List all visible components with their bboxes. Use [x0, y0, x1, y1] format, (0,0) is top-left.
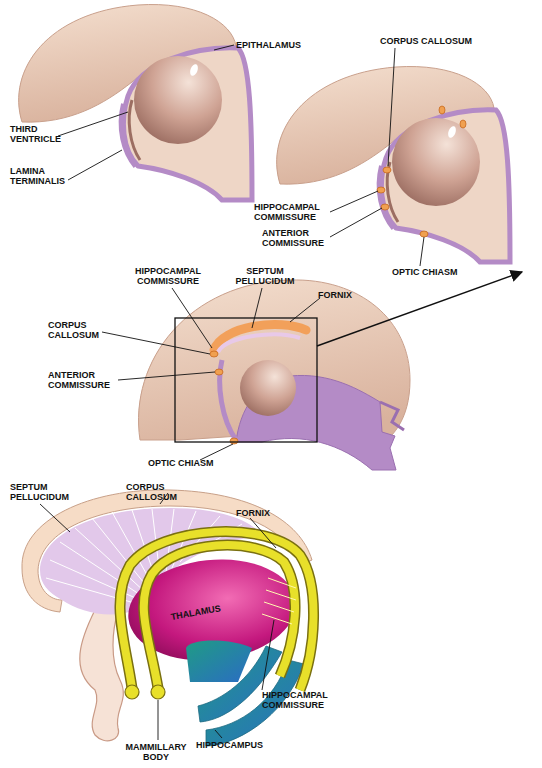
panel-commissures [277, 48, 510, 266]
embryonic-brain [277, 67, 510, 262]
structure-label: HIPPOCAMPUS [196, 740, 263, 750]
hippocampus-head [186, 641, 252, 683]
fornix-outline [144, 545, 295, 688]
septum-band [218, 334, 300, 352]
leader-line [68, 150, 122, 180]
leader-line [200, 444, 233, 460]
embryonic-brain [19, 5, 252, 200]
leader-line [172, 288, 212, 348]
leader-lines [102, 288, 320, 460]
panel-early [19, 5, 252, 200]
mammillary-body [125, 685, 139, 699]
leader-line [158, 700, 159, 740]
zoom-arrow [317, 272, 522, 346]
structure-label: OPTIC CHIASM [148, 458, 214, 468]
leader-line [58, 112, 128, 136]
leader-line [215, 730, 222, 738]
commissure-dot [383, 167, 391, 173]
structure-label: ANTERIOR COMMISSURE [48, 370, 120, 390]
thalamus-ball [240, 360, 296, 416]
structure-label: LAMINA TERMINALIS [10, 166, 88, 186]
leader-lines [330, 48, 424, 266]
structure-label: OPTIC CHIASM [392, 267, 458, 277]
structure-label: THIRD VENTRICLE [10, 124, 72, 144]
commissure-fibre [266, 590, 296, 600]
structure-label: EPITHALAMUS [236, 40, 301, 50]
structure-label: HIPPOCAMPAL COMMISSURE [128, 266, 208, 286]
mammillary-body [151, 685, 165, 699]
fornix-tract [120, 532, 314, 690]
structure-label: SEPTUM PELLUCIDUM [10, 482, 88, 502]
leader-line [102, 332, 210, 354]
structure-label: ANTERIOR COMMISSURE [262, 228, 334, 248]
panel-adult-medial [102, 272, 522, 470]
structure-label: FORNIX [236, 508, 270, 518]
leader-line [330, 208, 382, 237]
leader-line [330, 191, 378, 212]
commissure-fibre [264, 602, 294, 612]
leader-line [252, 288, 262, 328]
leader-line [40, 504, 70, 532]
leader-line [214, 45, 234, 50]
fornix-tract [144, 545, 295, 688]
commissure-fibre [262, 614, 292, 624]
leader-line [388, 48, 395, 166]
commissure-dot [377, 187, 385, 193]
fornix-tracts [120, 532, 314, 690]
leader-line [420, 237, 424, 266]
fornix-outline [120, 532, 314, 690]
structure-label: CORPUS CALLOSUM [48, 320, 114, 340]
leader-line [262, 620, 274, 690]
structure-label: MAMMILLARY BODY [118, 742, 194, 762]
commissure-dot [460, 120, 466, 128]
commissure-dot [439, 106, 445, 114]
cerebellum-outline [380, 402, 404, 430]
commissure-dot [230, 438, 238, 444]
commissure-dot [381, 204, 389, 210]
zoom-box [175, 318, 317, 442]
commissure-dot [210, 351, 218, 357]
leader-line [250, 518, 276, 548]
hippocampal-commissure-fibres [262, 578, 296, 624]
leader-lines [40, 493, 276, 740]
region-label: THALAMUS [170, 603, 221, 622]
structure-label: CORPUS CALLOSUM [380, 36, 472, 46]
structure-label: CORPUS CALLOSUM [126, 482, 192, 502]
leader-line [290, 298, 320, 322]
commissure-dots [210, 351, 238, 444]
structure-label: HIPPOCAMPAL COMMISSURE [254, 202, 334, 222]
structure-label: HIPPOCAMPAL COMMISSURE [262, 690, 342, 710]
structure-label: FORNIX [318, 290, 352, 300]
structure-label: SEPTUM PELLUCIDUM [226, 266, 304, 286]
commissure-dot [420, 231, 428, 237]
commissure-dot [215, 369, 223, 375]
commissure-fibre [268, 578, 296, 588]
leader-line [118, 372, 215, 380]
leader-lines [58, 45, 234, 180]
